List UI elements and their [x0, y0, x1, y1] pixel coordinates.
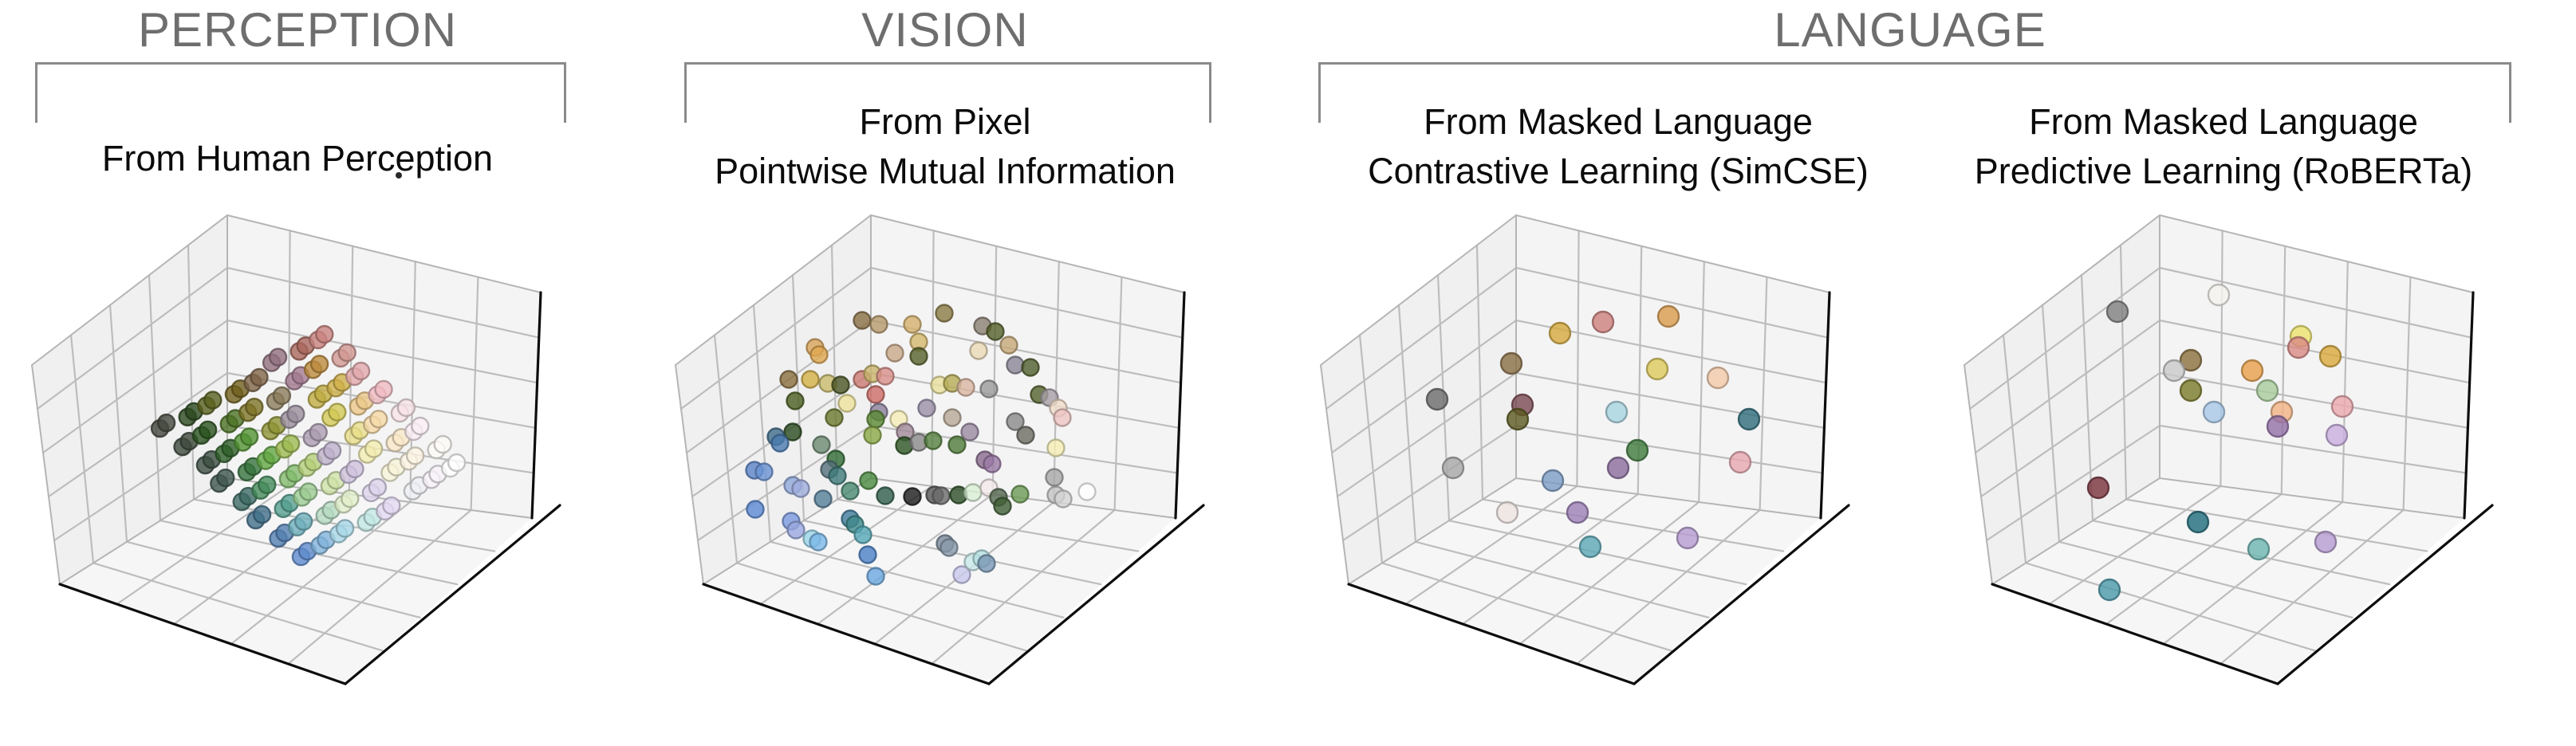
header-language: LANGUAGE [1774, 3, 2046, 57]
subtitle-line: From Masked Language [1424, 101, 1813, 142]
subtitle-line: From Pixel [859, 101, 1031, 142]
scatter3d-roberta [1964, 214, 2494, 685]
subtitle-line: Predictive Learning (RoBERTa) [1974, 151, 2473, 191]
subtitle-pixel-pmi: From Pixel Pointwise Mutual Information [618, 97, 1272, 196]
scatter3d-simcse [1320, 214, 1850, 685]
panel-perception [0, 0, 644, 746]
bracket-language [1318, 62, 2511, 123]
bracket-perception [35, 62, 566, 123]
panel-simcse [1289, 0, 1932, 746]
header-vision: VISION [861, 3, 1029, 57]
scatter3d-human-perception [31, 214, 561, 685]
stray-period-mark [396, 172, 402, 179]
bracket-vision [684, 62, 1211, 123]
panel-roberta [1932, 0, 2576, 746]
panel-vision [644, 0, 1287, 746]
subtitle-human-perception: From Human Perception [0, 97, 624, 183]
header-perception: PERCEPTION [137, 3, 458, 57]
scatter3d-pixel-pmi [675, 214, 1205, 685]
subtitle-line: From Masked Language [2029, 101, 2418, 142]
subtitle-simcse: From Masked Language Contrastive Learnin… [1291, 97, 1945, 196]
subtitle-line: Contrastive Learning (SimCSE) [1368, 151, 1869, 191]
subtitle-roberta: From Masked Language Predictive Learning… [1897, 97, 2550, 196]
subtitle-line: Pointwise Mutual Information [715, 151, 1176, 191]
subtitle-line: From Human Perception [101, 138, 494, 179]
